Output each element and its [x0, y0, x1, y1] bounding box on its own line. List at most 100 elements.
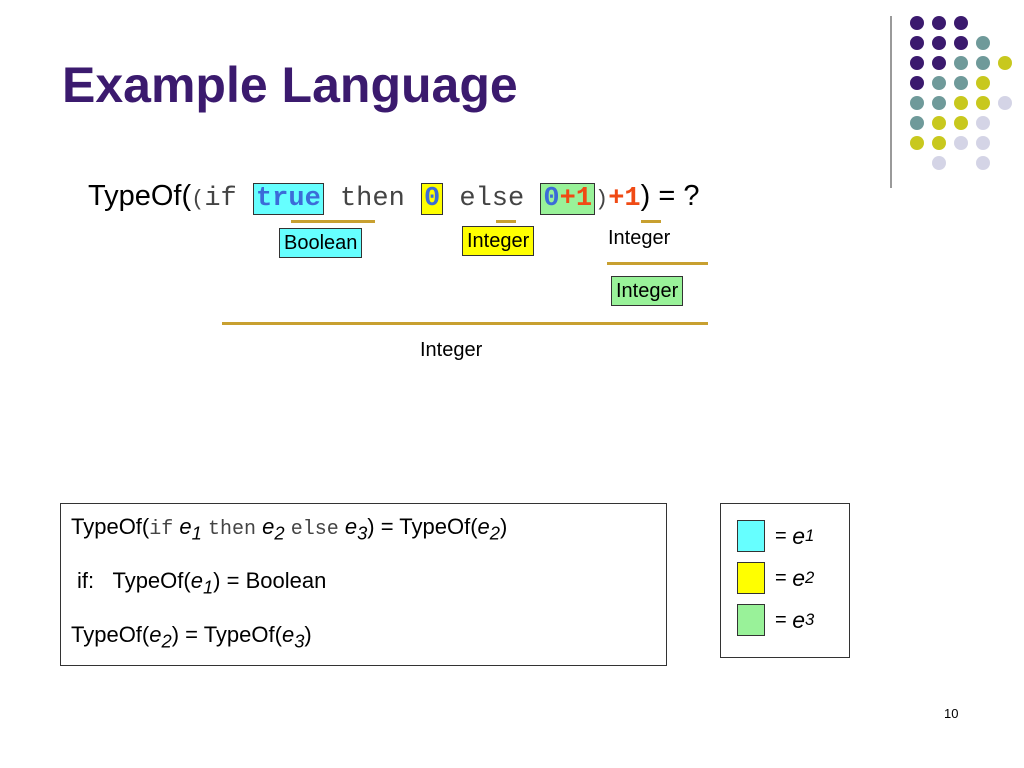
premise-e1-sub: 1 [202, 576, 214, 598]
decorative-dot [976, 156, 990, 170]
legend-swatch-e2 [737, 562, 765, 594]
premise2-e3-sub: 3 [294, 630, 305, 652]
decorative-dot [910, 136, 924, 150]
decorative-dot [932, 136, 946, 150]
decorative-dot [910, 16, 924, 30]
premise2-e2-sub: 2 [161, 630, 172, 652]
decorative-dot [976, 116, 990, 130]
legend-swatch-e1 [737, 520, 765, 552]
decorative-dot [954, 36, 968, 50]
premise-typeof: TypeOf( [112, 568, 191, 593]
equals-question: = ? [650, 180, 700, 212]
condition-true: true [252, 183, 324, 215]
underline-then-value [496, 220, 516, 223]
outer-plus-one: +1 [608, 184, 641, 214]
rule-e1-sub: 1 [191, 522, 202, 544]
decorative-dot [998, 96, 1012, 110]
premise2-e2: e [149, 622, 162, 647]
else-zero: 0 [543, 184, 560, 214]
decorative-dot [932, 36, 946, 50]
decorative-dot [976, 36, 990, 50]
rule-e3-sub: 3 [357, 522, 368, 544]
underline-plus-expression [607, 262, 708, 265]
rule-e2-sub: 2 [274, 522, 285, 544]
legend-var: e [792, 606, 806, 633]
then-keyword: then [323, 184, 421, 214]
rule-e1: e [179, 514, 192, 539]
typeof-close: ) [640, 180, 651, 212]
decorative-dot [910, 76, 924, 90]
legend-sub: 3 [805, 610, 815, 629]
rule-line-premise-2: TypeOf(e2) = TypeOf(e3) [71, 622, 312, 652]
decorative-dot [954, 96, 968, 110]
slide-title: Example Language [62, 57, 518, 113]
decorative-dot [954, 16, 968, 30]
rule-line-premise-1: if: TypeOf(e1) = Boolean [77, 568, 326, 598]
legend-eq: = [775, 566, 793, 589]
boolean-tag: Boolean [279, 228, 363, 258]
premise2-mid: ) = TypeOf( [171, 622, 282, 647]
premise2-close: ) [304, 622, 312, 647]
rule-e3: e [344, 514, 358, 539]
decorative-dot [976, 76, 990, 90]
underline-full-expression [222, 322, 708, 325]
premise2-typeof: TypeOf( [71, 622, 150, 647]
decorative-dot [976, 56, 990, 70]
typeof-expression: TypeOf( ( if true then 0 else 0+1 ) +1 )… [88, 180, 700, 224]
else-plus-one: +1 [559, 184, 593, 214]
decorative-dot [932, 156, 946, 170]
rule-line-conclusion: TypeOf(if e1 then e2 else e3) = TypeOf(e… [71, 514, 507, 544]
premise-if-label: if: [77, 568, 95, 593]
rule-else-keyword: else [290, 518, 339, 541]
legend-eq: = [775, 524, 793, 547]
decorative-dot [976, 96, 990, 110]
decorative-dot [932, 56, 946, 70]
decorative-dot [910, 116, 924, 130]
decorative-dot [954, 56, 968, 70]
legend-swatch-e3 [737, 604, 765, 636]
decorative-dot [998, 56, 1012, 70]
legend-eq: = [775, 608, 793, 631]
decorative-dot [910, 36, 924, 50]
legend-var: e [792, 522, 806, 549]
decorative-dot [954, 76, 968, 90]
decorative-dot [910, 56, 924, 70]
decorative-dot [932, 116, 946, 130]
page-number: 10 [944, 706, 959, 721]
decorative-dot [954, 116, 968, 130]
decorative-dot [910, 96, 924, 110]
rule-close: ) [499, 514, 508, 539]
typeof-open: TypeOf( [88, 180, 192, 212]
rule-mid: ) = TypeOf( [367, 514, 478, 539]
decorative-dot [932, 96, 946, 110]
decorative-dot [976, 136, 990, 150]
rule-e2b-sub: 2 [489, 522, 500, 544]
decorative-dot [932, 16, 946, 30]
else-keyword: else [443, 184, 541, 214]
decorative-dot [932, 76, 946, 90]
legend-var: e [792, 564, 806, 591]
integer-tag-green: Integer [611, 276, 684, 306]
rule-then-keyword: then [207, 518, 256, 541]
if-keyword: if [204, 184, 253, 214]
premise-e1: e [190, 568, 203, 593]
underline-else-zero [641, 220, 661, 223]
underline-true [291, 220, 375, 223]
rule-e2: e [262, 514, 275, 539]
legend-sub: 2 [805, 568, 815, 587]
typing-rule-box: TypeOf(if e1 then e2 else e3) = TypeOf(e… [60, 503, 667, 666]
integer-label-top: Integer [608, 227, 671, 249]
paren-close: ) [595, 187, 609, 212]
else-expression: 0+1 [540, 183, 596, 215]
integer-tag-yellow: Integer [462, 226, 535, 256]
paren-open: ( [191, 187, 205, 212]
premise2-e3: e [281, 622, 295, 647]
rule-if-keyword: if [149, 518, 174, 541]
premise-boolean: ) = Boolean [213, 568, 327, 593]
integer-label-bottom: Integer [420, 339, 483, 361]
decorative-dot [954, 136, 968, 150]
rule-e2b: e [477, 514, 490, 539]
